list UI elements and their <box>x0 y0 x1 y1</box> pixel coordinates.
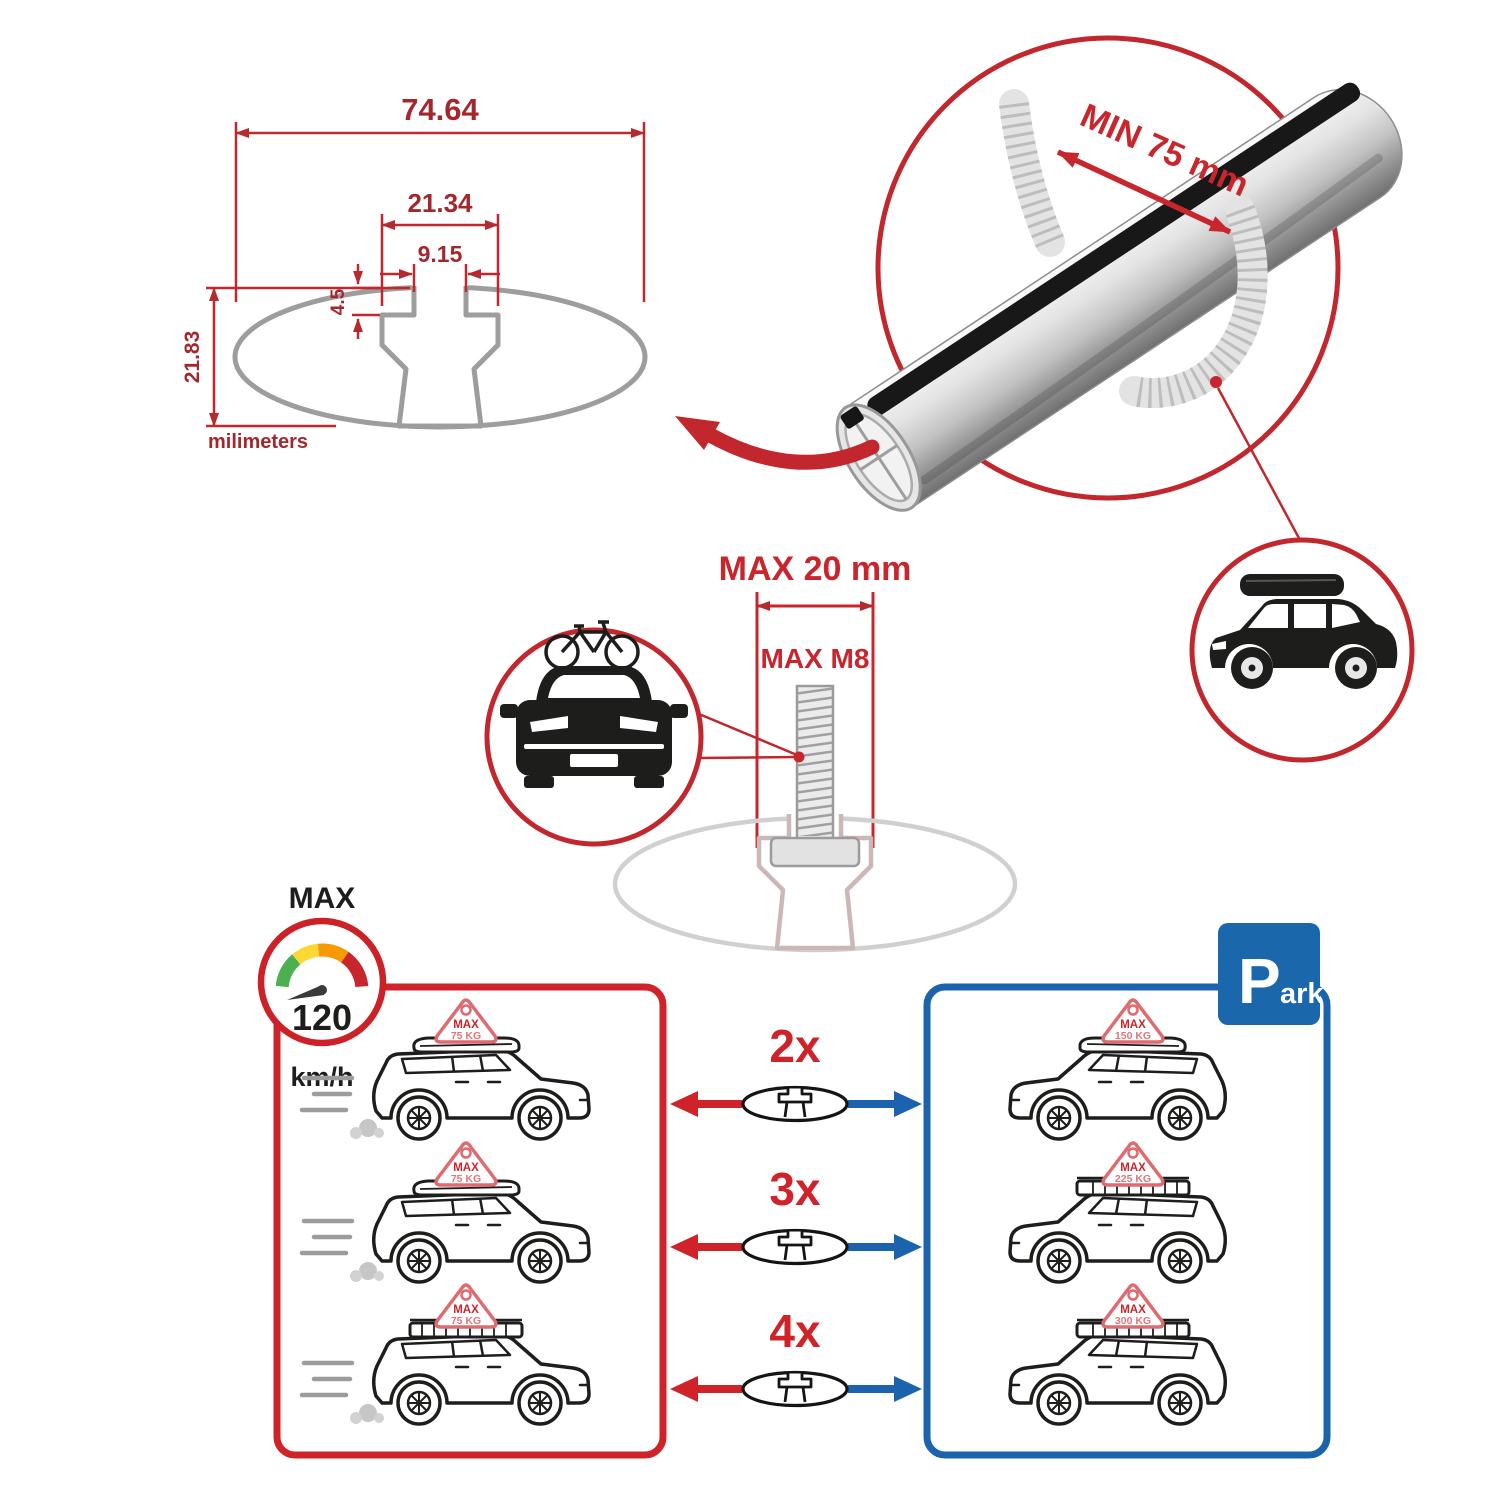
badge-weight: 75 KG <box>451 1173 481 1185</box>
speedometer-gauge <box>275 943 369 988</box>
park-sign-letter: P <box>1238 945 1281 1017</box>
profile-ellipse <box>232 284 648 430</box>
clamp-point-dot <box>1210 376 1222 388</box>
speed-limit-badge: MAX 120 km/h <box>257 882 387 1092</box>
badge-weight: 75 KG <box>451 1315 481 1327</box>
car-silhouette <box>371 1048 591 1141</box>
speed-lines <box>302 1221 384 1282</box>
dim-slot-opening-label: 9.15 <box>418 241 463 267</box>
car-silhouette <box>1008 1191 1228 1284</box>
aluminum-crossbar <box>835 82 1403 512</box>
bar-count-row-1: 2x <box>670 1020 922 1123</box>
speedometer-circle <box>257 917 387 1047</box>
badge-max: MAX <box>1120 1162 1146 1174</box>
dim-slot-opening <box>380 264 500 292</box>
car-silhouette <box>1008 1333 1228 1426</box>
speed-lines <box>302 1363 384 1424</box>
dim-channel-width <box>380 214 500 306</box>
driving-panel <box>273 983 667 1459</box>
weight-badge-driving-1: MAX 75 KG <box>434 998 498 1044</box>
crossbar-section-icon <box>741 1085 849 1123</box>
parked-car-3 <box>1008 1318 1228 1426</box>
badge-weight: 75 KG <box>451 1030 481 1042</box>
speed-value: 120 <box>292 997 352 1038</box>
bar-count-label: 4x <box>769 1305 821 1357</box>
park-sign: P ark <box>1218 923 1324 1025</box>
units-label: milimeters <box>208 431 308 453</box>
dim-lip-depth <box>352 264 380 339</box>
weight-badge-driving-3: MAX 75 KG <box>434 1283 498 1329</box>
parking-panel <box>923 983 1331 1459</box>
bar-count-label: 3x <box>769 1163 821 1215</box>
park-sign-suffix: ark <box>1280 978 1324 1010</box>
bar-count-label: 2x <box>769 1020 821 1072</box>
badge-weight: 150 KG <box>1115 1030 1151 1042</box>
dim-total-height-label: 21.83 <box>181 331 204 384</box>
min-span-label: MIN 75 mm <box>1075 97 1254 205</box>
badge-weight: 300 KG <box>1115 1315 1151 1327</box>
dim-total-height <box>206 286 410 428</box>
profile-t-slot <box>379 286 501 429</box>
clamp-strap-right <box>1119 195 1268 409</box>
badge-weight: 225 KG <box>1115 1173 1151 1185</box>
leader-wedge <box>698 712 798 760</box>
slot-width-extents <box>755 592 875 848</box>
min-span-arrow <box>1056 149 1232 235</box>
badge-max: MAX <box>1120 1304 1146 1316</box>
dim-lip-depth-label: 4.5 <box>328 288 349 315</box>
crossbar-detail-view: MIN 75 mm <box>835 35 1403 541</box>
detail-pointer-arrow <box>675 416 880 470</box>
roof-box <box>1240 574 1344 596</box>
parked-car-1 <box>1008 1036 1228 1141</box>
max-slot-width-label: MAX 20 mm <box>719 550 912 588</box>
badge-max: MAX <box>453 1162 479 1174</box>
crossbar-section-icon <box>741 1228 849 1266</box>
speed-max-label: MAX <box>289 882 356 915</box>
crossbar-section-icon <box>741 1370 849 1408</box>
car-silhouette <box>371 1191 591 1284</box>
profile-dimension-diagram: 74.64 21.34 9.15 4.5 2 <box>181 92 648 453</box>
dim-total-width-label: 74.64 <box>401 92 479 127</box>
badge-max: MAX <box>453 1019 479 1031</box>
driving-car-3 <box>302 1318 591 1426</box>
t-bolt-head <box>769 836 861 868</box>
t-bolt <box>769 684 861 868</box>
car-silhouette <box>371 1333 591 1426</box>
weight-badge-driving-2: MAX 75 KG <box>434 1141 498 1187</box>
leader-to-car-circle <box>1216 387 1302 541</box>
detail-circle <box>875 35 1341 501</box>
roofbox-car-view <box>1189 537 1415 763</box>
parked-car-2 <box>1008 1176 1228 1284</box>
weight-badge-parked-3: MAX 300 KG <box>1101 1283 1165 1329</box>
bolt-fitting-diagram: MAX 20 mm MAX M8 <box>484 550 1018 953</box>
max-thread-label: MAX M8 <box>761 643 870 674</box>
weight-badge-parked-1: MAX 150 KG <box>1101 998 1165 1044</box>
badge-max: MAX <box>453 1304 479 1316</box>
bar-count-row-3: 4x <box>670 1305 922 1408</box>
car-front-view <box>484 620 704 847</box>
bar-count-row-2: 3x <box>670 1163 922 1266</box>
weight-badge-parked-2: MAX 225 KG <box>1101 1141 1165 1187</box>
bar-end-cross-section <box>835 403 922 512</box>
clamp-strap-left <box>999 89 1065 257</box>
dim-total-width <box>234 122 646 302</box>
driving-car-2 <box>302 1179 591 1284</box>
rubber-strip <box>867 82 1361 416</box>
badge-max: MAX <box>1120 1019 1146 1031</box>
speedometer-needle <box>287 985 324 1000</box>
car-silhouette <box>1008 1048 1228 1141</box>
dim-channel-width-label: 21.34 <box>407 188 473 218</box>
